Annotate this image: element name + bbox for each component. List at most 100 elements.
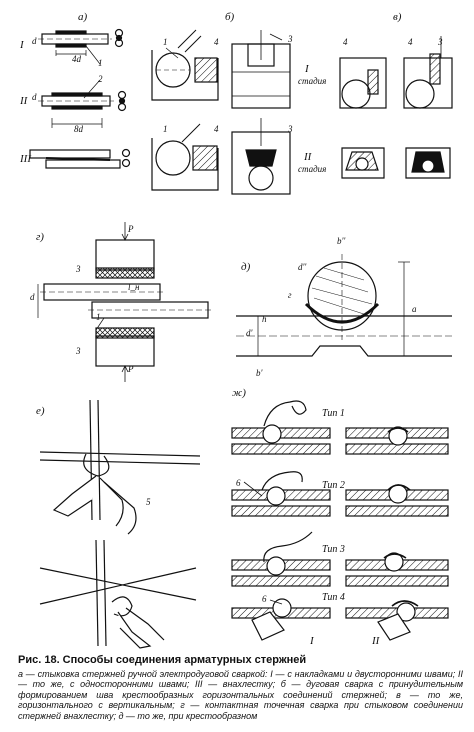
v-mold-2 (403, 57, 453, 109)
v-bar-1 (341, 79, 371, 109)
figure-drawing: а) I II III d d 4d 8d 1 2 (19, 11, 453, 649)
b-bar-left-2 (155, 140, 191, 176)
panel-a-label: а) (78, 11, 88, 23)
type-3-label: Тип 3 (322, 544, 345, 555)
e-bar-vertical-2 (95, 539, 99, 647)
type-2-label: Тип 2 (322, 480, 345, 491)
d-dim-b1: b' (256, 368, 264, 378)
b-mold-left-1 (151, 50, 219, 101)
g-callout-1: 1 (96, 312, 101, 322)
panel-a: а) I II III d d 4d 8d 1 2 (19, 11, 131, 169)
e-wire-1 (83, 453, 110, 477)
force-p-top: P (127, 224, 134, 234)
e-bar-diagonal-2 (39, 567, 197, 605)
b-mold-left-2 (151, 138, 219, 191)
b-callout-1a: 1 (163, 37, 168, 47)
panel-v: в) 4 3 4 (339, 11, 453, 179)
v-callout-4: 4 (343, 37, 348, 47)
b-callout-4b: 4 (214, 124, 219, 134)
d-dim-d2: d'' (298, 262, 307, 272)
e-bar-vertical-1 (89, 399, 93, 521)
caption-body: а — стыковка стержней ручной электродуго… (18, 668, 463, 721)
g-callout-3a: 3 (75, 264, 81, 274)
row-i-plate-top (55, 30, 87, 35)
row-iii-label: III (19, 153, 32, 165)
g-callout-3b: 3 (75, 346, 81, 356)
g-dim-d: d (30, 292, 35, 302)
d-dim-a: a (412, 304, 417, 314)
tie-type-1-stage-2 (345, 426, 449, 455)
b-callout-3b: 3 (287, 124, 293, 134)
dim-d-1: d (32, 36, 37, 46)
e-bar-horizontal-1 (39, 451, 201, 457)
b-block-left-1 (194, 57, 218, 83)
v-section-2 (405, 147, 451, 179)
tie-type-1-stage-1 (231, 400, 331, 455)
panel-d-label: д) (241, 261, 251, 273)
force-p-bottom: P (127, 364, 134, 374)
row-iii-bar-bottom (45, 159, 121, 169)
panel-v-label: в) (393, 11, 402, 23)
panel-zh-label: ж) (232, 387, 246, 399)
tie-type-2-stage-1 (231, 471, 331, 517)
panel-g: г) P P d l_н 3 3 1 (30, 222, 212, 382)
row-ii-label: II (19, 95, 29, 107)
e-pliers-1 (52, 475, 97, 517)
panel-b: б) 1 4 3 1 4 3 I стадия II стадия (151, 11, 326, 195)
dim-8d: 8d (74, 124, 84, 134)
e-wire-2 (111, 596, 133, 617)
stage-2-word: стадия (298, 164, 326, 174)
row-ii-plate-bottom (51, 105, 103, 110)
b-weld-fill (245, 149, 277, 167)
panel-e-label: е) (36, 405, 45, 417)
d-bar-bottom-edge (236, 345, 452, 357)
callout-1: 1 (98, 58, 103, 68)
stage-i-label: I (309, 635, 315, 647)
e-wire-tail-1 (103, 481, 137, 535)
e-bar-diagonal-1 (39, 567, 197, 601)
electrode-bottom (95, 335, 155, 367)
row-ii-plate-top (51, 92, 103, 97)
v-section-1 (341, 147, 385, 179)
v-callout-4b: 4 (408, 37, 413, 47)
tie-type-4-stage-1 (231, 598, 331, 641)
caption-title: Рис. 18. Способы соединения арматурных с… (18, 654, 307, 666)
stage-ii-label: II (371, 635, 381, 647)
dim-d-2: d (32, 92, 37, 102)
b-callout-1b: 1 (163, 124, 168, 134)
b-bar-right-2 (248, 165, 274, 191)
d-dim-b2: b'' (337, 236, 346, 246)
type-4-label: Тип 4 (322, 592, 345, 603)
d-dim-h: h (262, 314, 267, 324)
row-iii-bar-top (29, 149, 111, 159)
zh-callout-6a: 6 (236, 478, 241, 488)
b-block-left-2 (192, 145, 218, 171)
d-callout-g: г (288, 290, 292, 300)
row-iii-weld (45, 157, 111, 161)
panel-b-label: б) (225, 11, 235, 23)
v-mold-1 (339, 57, 387, 109)
electrode-top (95, 239, 155, 271)
panel-d: д) d'' b'' г a d' h b' (236, 236, 452, 378)
stage-1-number: I (304, 63, 310, 75)
tie-type-3-stage-2 (345, 552, 449, 587)
zh-callout-6b: 6 (262, 594, 267, 604)
b-callout-4a: 4 (214, 37, 219, 47)
dim-4d: 4d (72, 54, 82, 64)
panel-e: е) 5 (36, 399, 201, 649)
tie-type-3-stage-1 (231, 531, 331, 587)
stage-1-word: стадия (298, 76, 326, 86)
callout-2: 2 (98, 74, 103, 84)
panel-g-label: г) (36, 231, 44, 243)
panel-zh: ж) Тип 1 Тип 2 Тип 3 Тип 4 6 6 I II (231, 387, 449, 647)
row-i-plate-bottom (55, 43, 87, 48)
tie-type-2-stage-2 (345, 484, 449, 517)
row-i-label: I (19, 39, 25, 51)
b-callout-3a: 3 (287, 34, 293, 44)
type-1-label: Тип 1 (322, 408, 345, 419)
v-callout-3: 3 (437, 37, 443, 47)
e-pliers-2 (117, 611, 152, 649)
tie-type-4-stage-2 (345, 600, 449, 641)
e-callout-5: 5 (146, 497, 151, 507)
stage-2-number: II (303, 151, 313, 163)
